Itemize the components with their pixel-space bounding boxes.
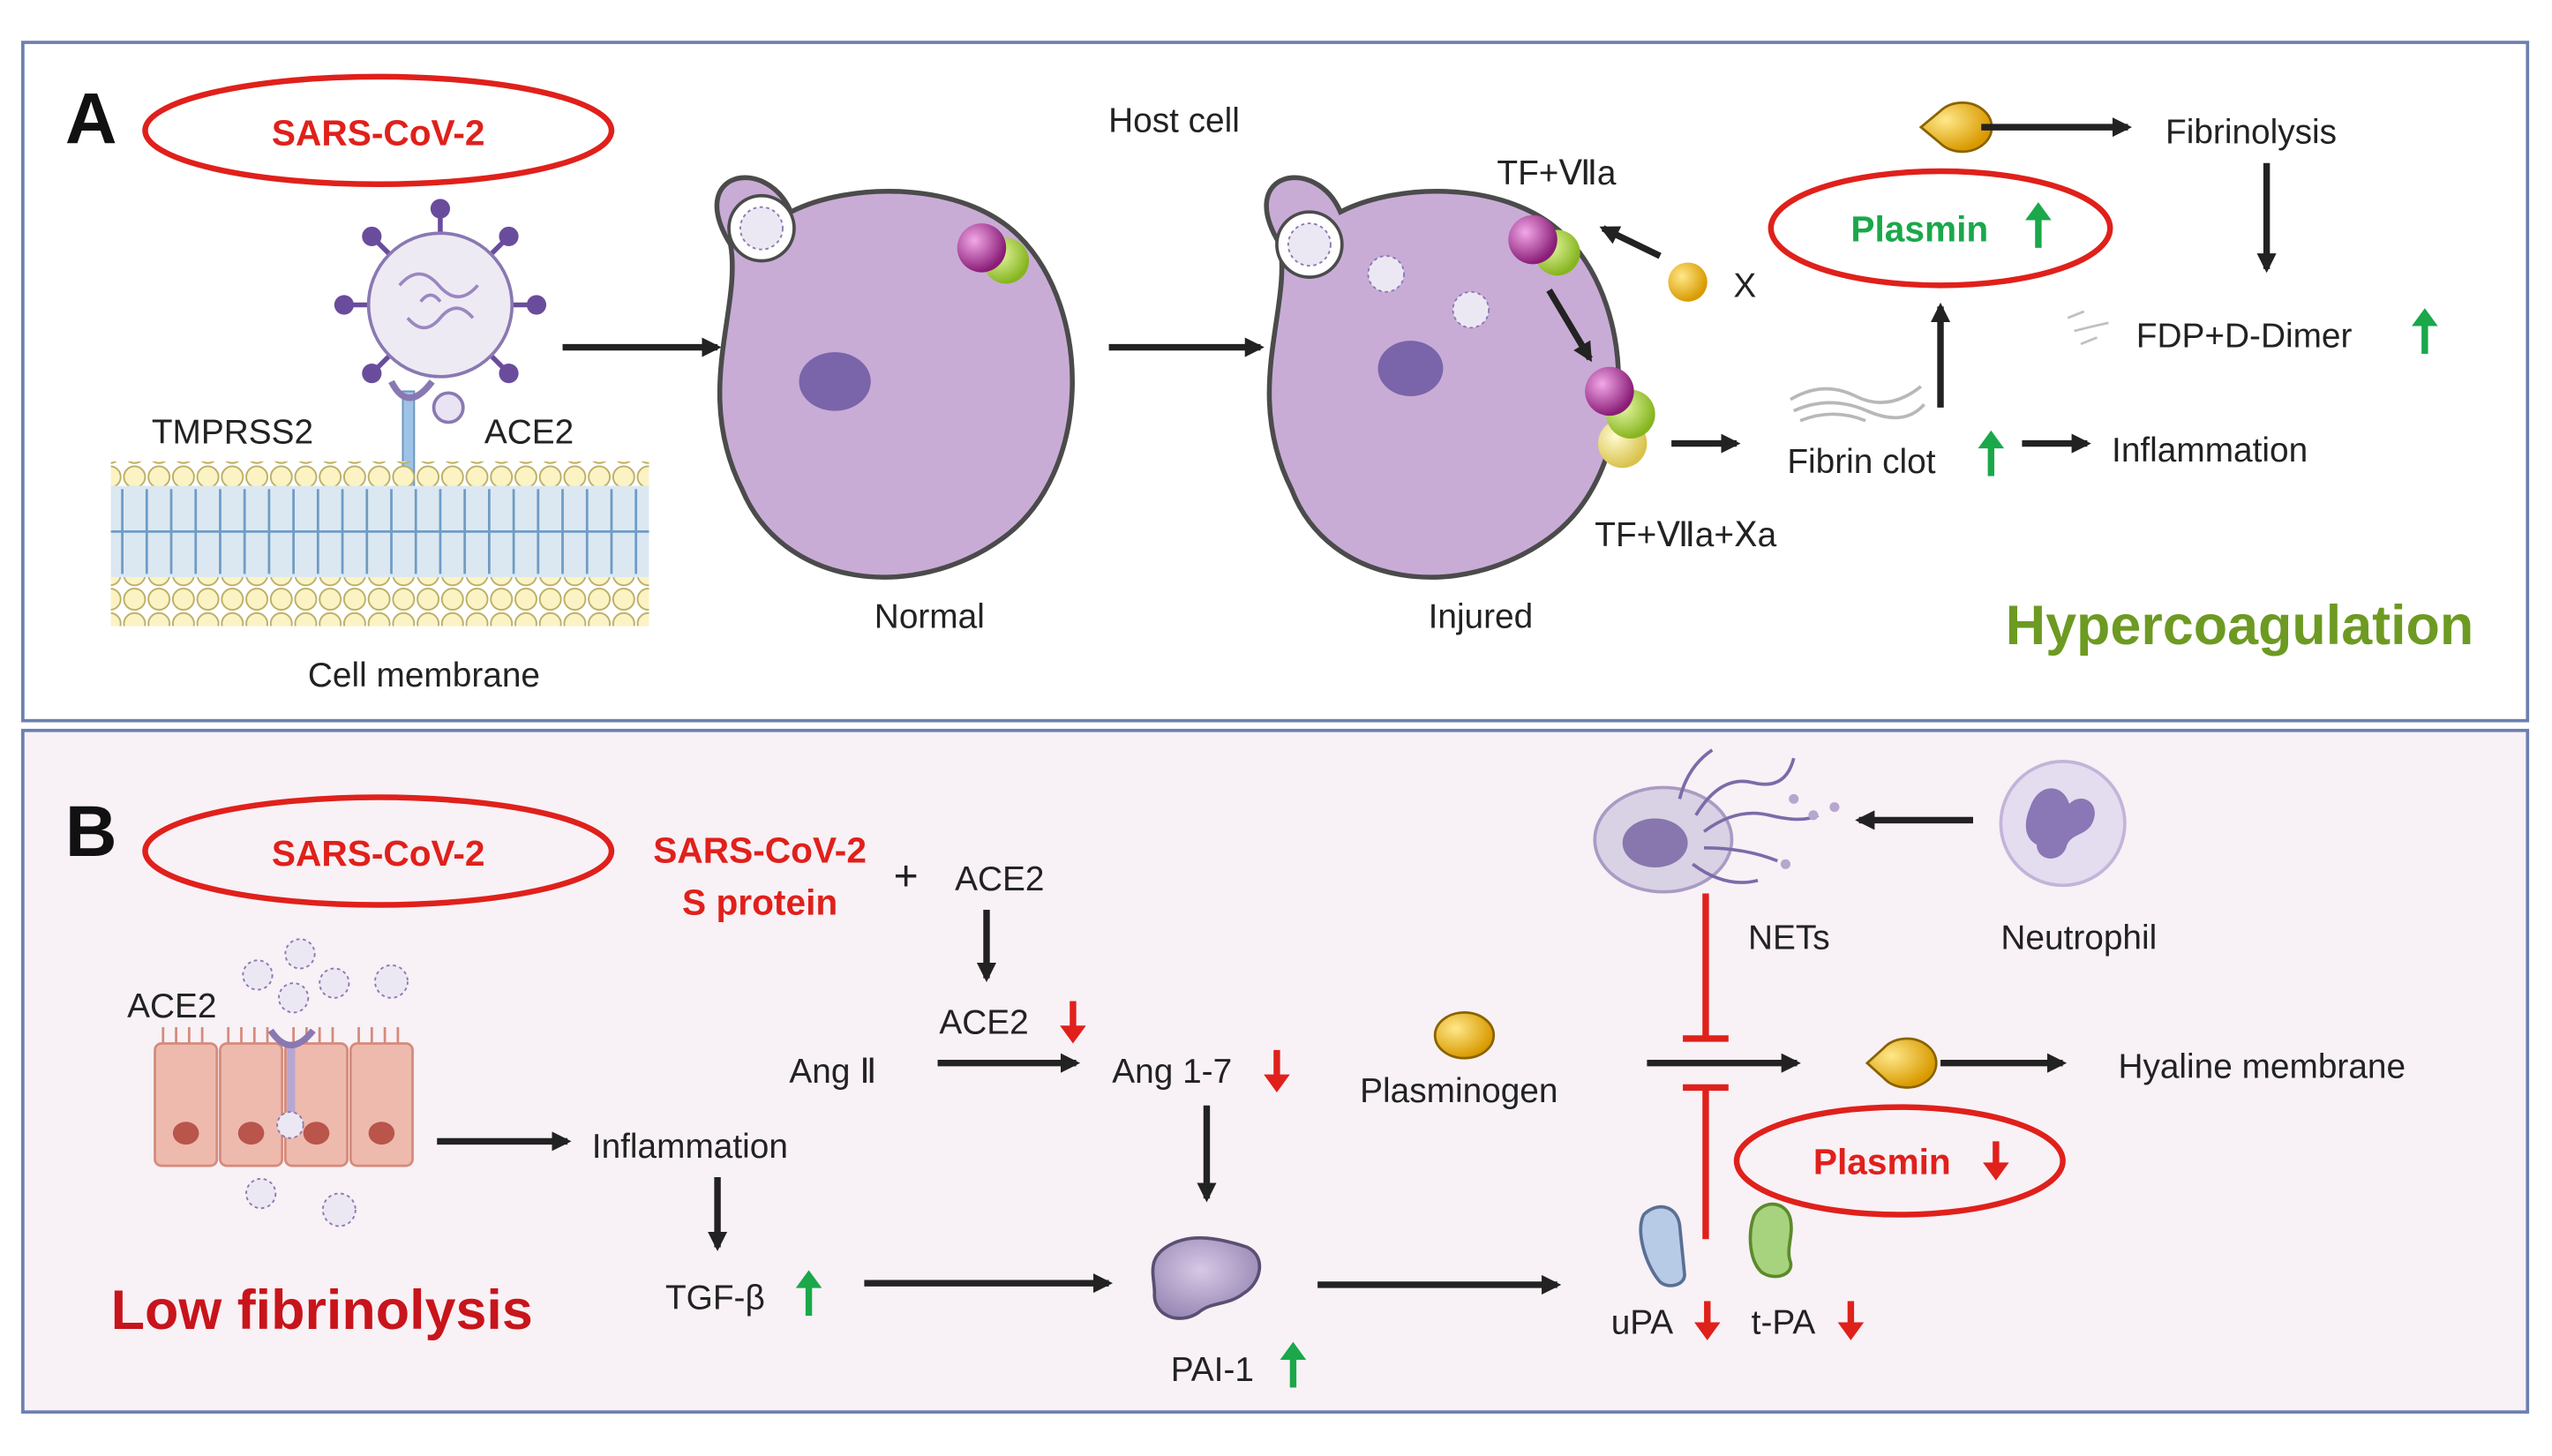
tf7a-xa-label: TF+Ⅶa+Ⅹa [1595, 516, 1776, 554]
tgfb-label: TGF-β [665, 1280, 765, 1317]
panel-b-virus-oval [142, 794, 615, 908]
upa-label: uPA [1611, 1303, 1674, 1341]
plasmin-pacman-icon-b [1865, 1037, 1938, 1089]
nets-label: NETs [1748, 919, 1830, 957]
ang2-label: Ang Ⅱ [789, 1053, 876, 1091]
fdp-fragments-icon [2067, 310, 2109, 346]
plasmin-label-a: Plasmin [1850, 208, 1988, 249]
nets-inhibition-line [1683, 893, 1729, 1042]
neutrophil-icon [1999, 760, 2127, 888]
cell-membrane-label: Cell membrane [308, 657, 540, 694]
tf7a-label: TF+Ⅶa [1497, 154, 1617, 192]
ace2-label-a: ACE2 [484, 414, 574, 452]
tmprss2-label: TMPRSS2 [152, 414, 313, 452]
plasminogen-ball-icon [1433, 1011, 1496, 1060]
activator-promotion-line [1683, 1084, 1729, 1240]
s-protein-line1: SARS-CoV-2 [653, 829, 867, 870]
tpa-shape-icon [1748, 1202, 1793, 1279]
injured-label: Injured [1429, 597, 1534, 635]
inflammation-label-b: Inflammation [592, 1128, 788, 1166]
factor-x-label: X [1733, 266, 1756, 304]
pai1-label: PAI-1 [1171, 1351, 1254, 1389]
upa-down-arrow-icon [1693, 1301, 1721, 1340]
injured-cell-icon [1264, 175, 1655, 580]
plasmin-down-arrow-icon [1983, 1141, 2009, 1181]
fibrinolysis-label: Fibrinolysis [2165, 114, 2337, 152]
pai1-up-arrow-icon [1280, 1341, 1307, 1388]
plasmin-pacman-icon-a [1918, 101, 1993, 154]
host-cell-label: Host cell [1108, 102, 1240, 140]
panel-a-virus-oval [142, 73, 615, 188]
plasmin-oval-b [1733, 1104, 2066, 1218]
epithelial-cells-icon [154, 938, 414, 1227]
fdp-up-arrow-icon [2412, 308, 2438, 354]
panel-a-virus-label: SARS-CoV-2 [272, 112, 485, 153]
ace2-down-label: ACE2 [939, 1003, 1028, 1041]
plasmin-label-b: Plasmin [1813, 1141, 1951, 1182]
plus-sign: + [894, 853, 919, 900]
ace2-top-label: ACE2 [955, 860, 1044, 898]
plasminogen-label: Plasminogen [1360, 1072, 1557, 1110]
normal-cell-icon [714, 175, 1075, 580]
cell-membrane-icon [110, 461, 649, 627]
fibrin-up-arrow-icon [1978, 430, 2005, 477]
tgfb-up-arrow-icon [795, 1270, 822, 1317]
panel-a-letter: A [65, 79, 117, 160]
nets-icon [1593, 748, 1840, 894]
fibrin-strands-icon [1790, 385, 1925, 423]
plasmin-up-arrow-icon [2025, 202, 2052, 248]
upa-shape-icon [1639, 1205, 1686, 1287]
ang17-label: Ang 1-7 [1112, 1053, 1232, 1091]
pai1-blob-icon [1151, 1236, 1262, 1320]
tpa-down-arrow-icon [1837, 1301, 1865, 1340]
tpa-label: t-PA [1752, 1303, 1816, 1341]
ace2-left-label: ACE2 [127, 987, 216, 1025]
hyaline-membrane-label: Hyaline membrane [2118, 1047, 2406, 1085]
neutrophil-label: Neutrophil [2000, 919, 2157, 957]
ang17-down-arrow-icon [1264, 1049, 1290, 1092]
arrow-x-to-tf [1599, 225, 1662, 259]
normal-label: Normal [874, 597, 985, 635]
s-protein-line2: S protein [682, 882, 837, 923]
low-fibrinolysis-title: Low fibrinolysis [111, 1280, 533, 1341]
panel-b-letter: B [65, 792, 117, 872]
hypercoagulation-title: Hypercoagulation [2006, 595, 2474, 657]
plasmin-oval-a [1768, 168, 2113, 289]
factor-x-ball-icon [1668, 262, 1708, 302]
inflammation-label-a: Inflammation [2112, 432, 2308, 469]
fibrin-clot-label: Fibrin clot [1787, 443, 1935, 481]
virus-icon [334, 199, 547, 384]
fdp-ddimer-label: FDP+D-Dimer [2136, 318, 2353, 356]
ace2-down-arrow-icon [1060, 1001, 1086, 1044]
panel-b-virus-label: SARS-CoV-2 [272, 833, 485, 874]
